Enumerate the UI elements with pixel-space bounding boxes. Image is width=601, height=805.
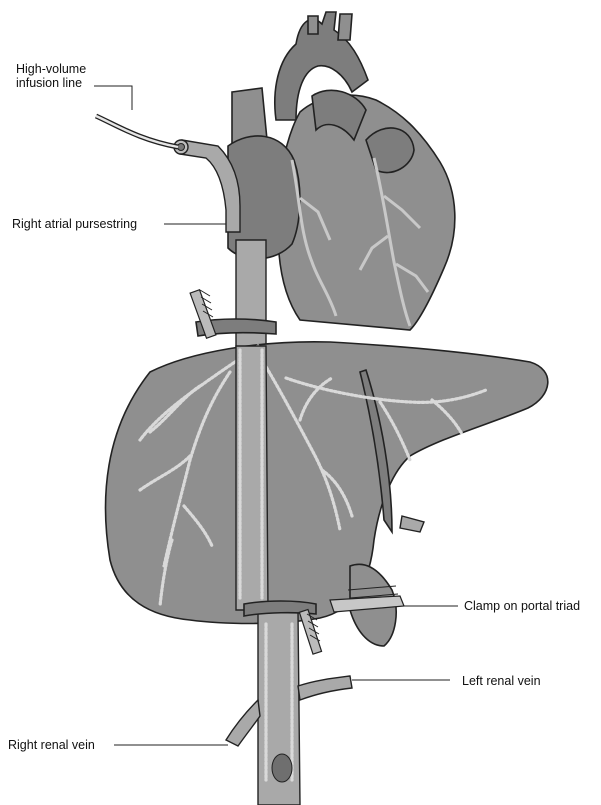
right-renal-vein — [226, 700, 260, 746]
liver — [106, 342, 548, 624]
left-renal-vein — [298, 676, 352, 700]
label-right-renal-vein: Right renal vein — [8, 738, 95, 752]
label-infusion-line: High-volume infusion line — [16, 62, 86, 90]
label-atrial-pursestring: Right atrial pursestring — [12, 217, 137, 231]
label-infusion-line-2: infusion line — [16, 76, 86, 90]
label-infusion-line-1: High-volume — [16, 62, 86, 76]
label-left-renal-vein: Left renal vein — [462, 674, 541, 688]
label-portal-clamp: Clamp on portal triad — [464, 599, 580, 613]
leader-infusion-line — [94, 86, 132, 110]
suprahepatic-ivc — [190, 240, 276, 350]
